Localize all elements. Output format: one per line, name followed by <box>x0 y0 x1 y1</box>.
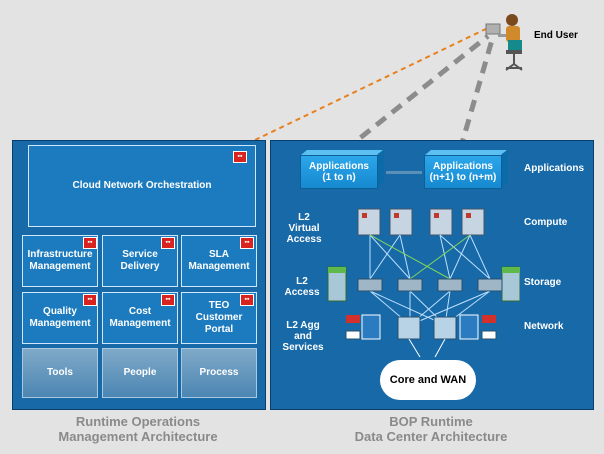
app-connector <box>386 171 422 174</box>
right-caption: BOP Runtime Data Center Architecture <box>354 414 508 444</box>
cisco-logo-icon: ▪▪ <box>240 237 254 249</box>
orange-dashed-link <box>254 25 493 141</box>
cloud-network-orchestration-box: Cloud Network Orchestration <box>28 145 256 227</box>
cost-management-box: Cost Management <box>102 292 178 344</box>
applications-1-to-n: Applications (1 to n) <box>300 155 378 189</box>
grey-dashed-link-left <box>343 34 490 152</box>
l2-agg-services-label: L2 Agg and Services <box>282 320 324 353</box>
aggregation-switches-icon <box>345 314 497 340</box>
cisco-logo-icon: ▪▪ <box>161 237 175 249</box>
l2-access-label: L2 Access <box>284 276 320 298</box>
cisco-logo-icon: ▪▪ <box>233 151 247 163</box>
green-links <box>369 234 471 280</box>
cisco-logo-icon: ▪▪ <box>83 237 97 249</box>
end-user-label: End User <box>534 30 578 41</box>
cisco-logo-icon: ▪▪ <box>161 294 175 306</box>
end-user-icon <box>484 10 528 74</box>
access-switches-icon <box>357 278 503 292</box>
people-box: People <box>102 348 178 398</box>
core-and-wan-cloud: Core and WAN <box>380 360 476 400</box>
applications-row-label: Applications <box>524 163 585 174</box>
compute-servers-icon <box>357 208 485 236</box>
applications-n1-to-nm: Applications (n+1) to (n+m) <box>424 155 502 189</box>
compute-row-label: Compute <box>524 217 568 228</box>
l2-virtual-access-label: L2 Virtual Access <box>286 212 322 245</box>
storage-row-label: Storage <box>524 277 562 288</box>
orchestration-label: Cloud Network Orchestration <box>72 180 212 191</box>
cisco-logo-icon: ▪▪ <box>83 294 97 306</box>
tools-box: Tools <box>22 348 98 398</box>
left-caption: Runtime Operations Management Architectu… <box>58 414 218 444</box>
network-topology-graphic <box>327 208 520 358</box>
mesh-links <box>369 234 491 326</box>
cisco-logo-icon: ▪▪ <box>240 294 254 306</box>
network-row-label: Network <box>524 321 564 332</box>
process-box: Process <box>181 348 257 398</box>
